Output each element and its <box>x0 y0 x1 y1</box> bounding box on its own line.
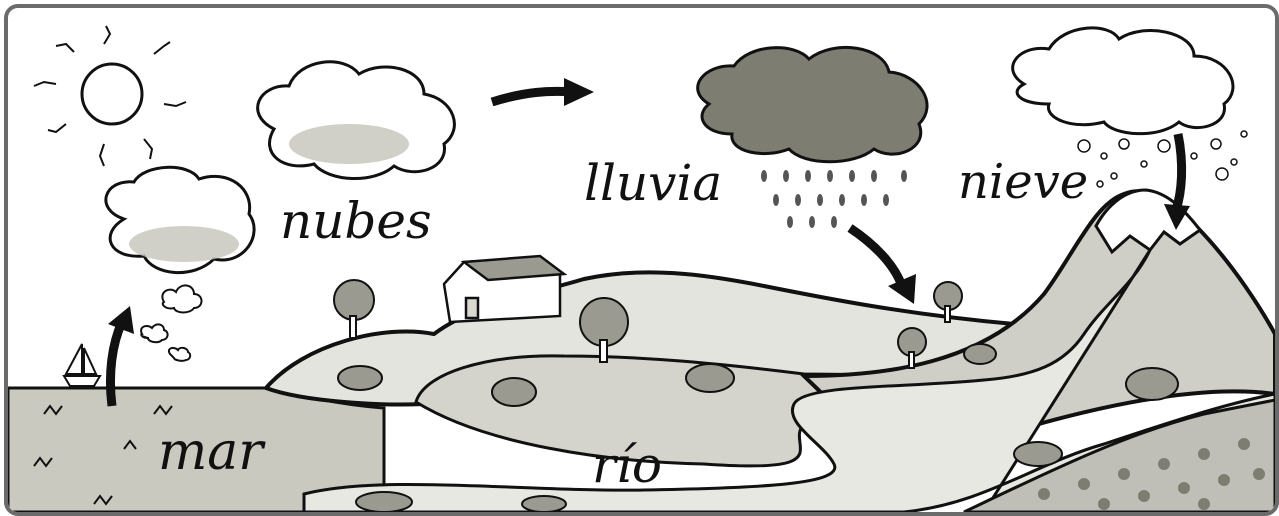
label-nieve: nieve <box>958 158 1088 206</box>
cloud-shade <box>289 124 409 164</box>
snow-arrow-icon <box>1176 134 1182 210</box>
snow-cloud <box>1013 28 1233 134</box>
wind-arrow-icon <box>492 91 574 102</box>
label-lluvia: lluvia <box>584 158 722 208</box>
rain-cloud <box>698 47 927 161</box>
cloud-shade <box>129 226 239 262</box>
snowflakes <box>1078 131 1247 187</box>
label-rio: río <box>592 440 662 490</box>
water-cycle-frame: nubes lluvia nieve mar río <box>4 4 1279 516</box>
vapor-puffs <box>141 285 201 360</box>
sun-icon <box>34 26 186 166</box>
precipitation-arrow-icon <box>850 228 902 286</box>
house-icon <box>444 256 564 322</box>
label-mar: mar <box>158 426 263 478</box>
raindrops <box>761 170 907 228</box>
label-nubes: nubes <box>280 196 432 246</box>
sailboat-icon <box>64 344 100 386</box>
